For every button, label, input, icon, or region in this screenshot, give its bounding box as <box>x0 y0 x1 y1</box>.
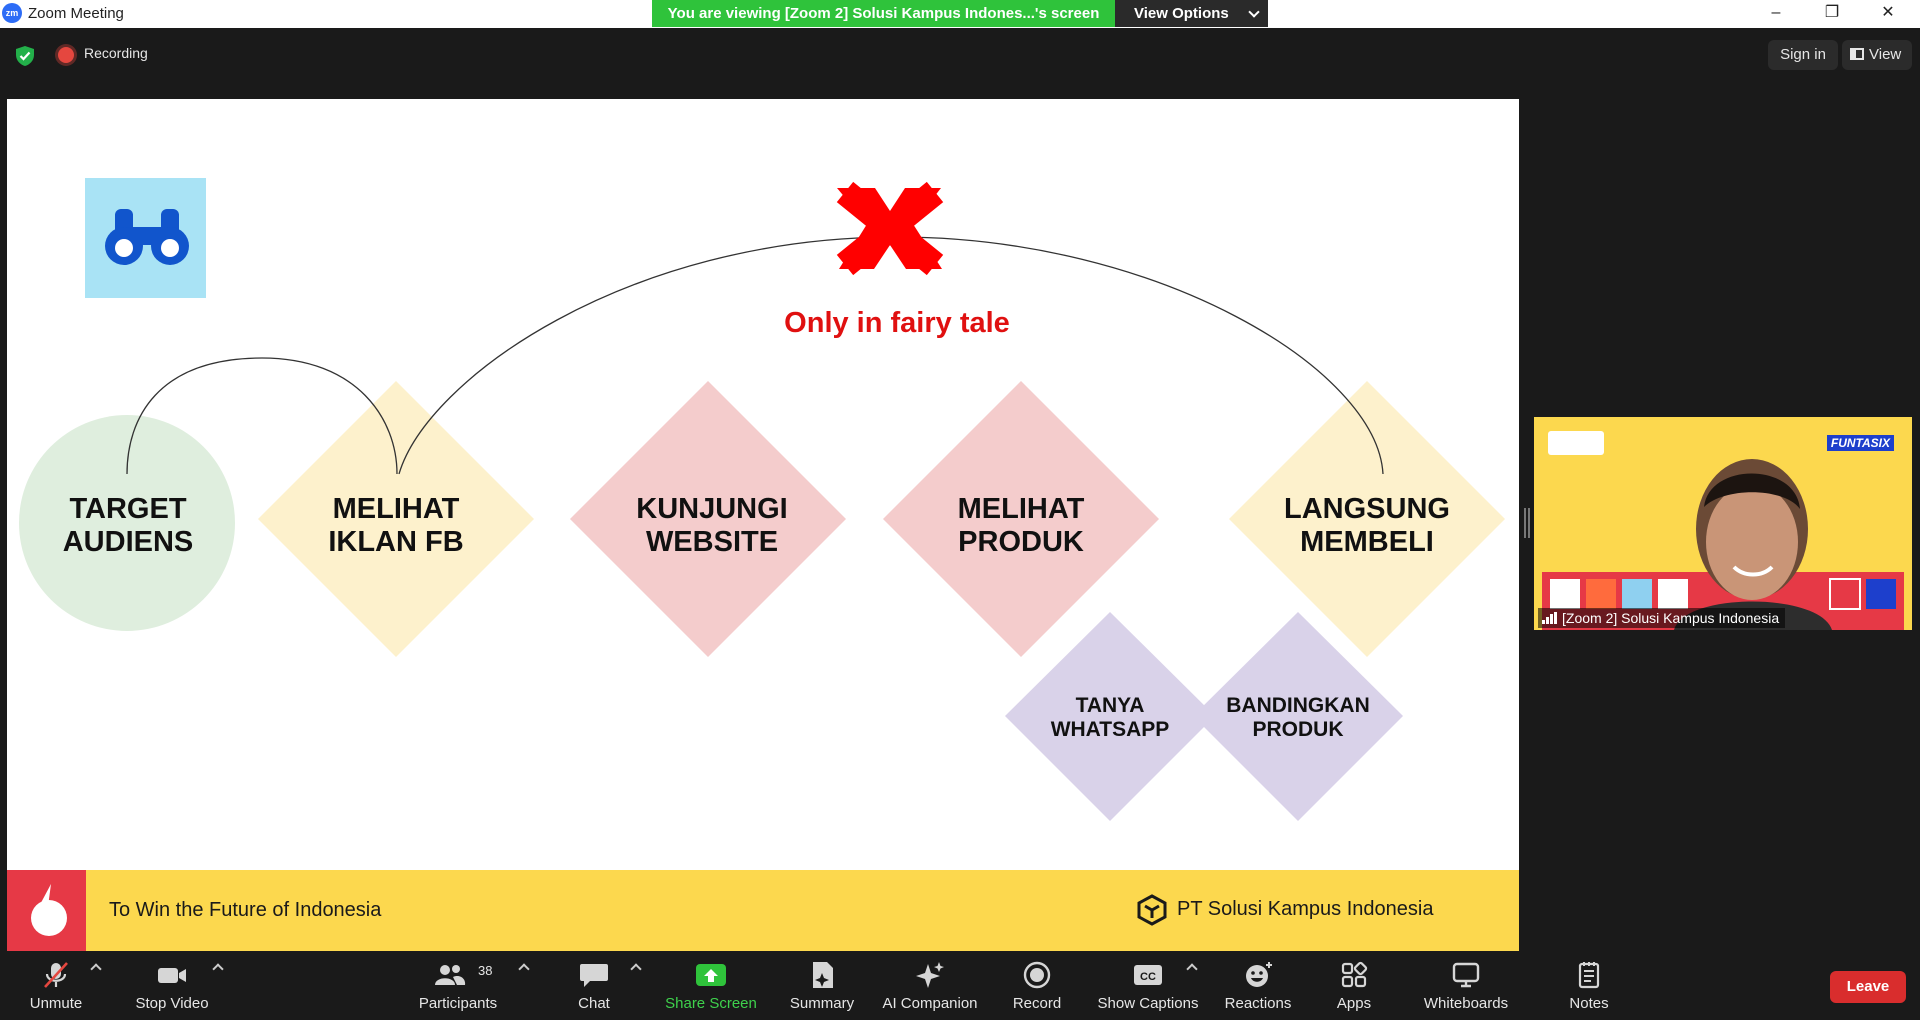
slide-footer: To Win the Future of Indonesia PT Solusi… <box>7 870 1519 951</box>
ai-sparkle-icon <box>916 962 944 988</box>
sign-in-button[interactable]: Sign in <box>1768 40 1838 70</box>
reactions-label: Reactions <box>1224 995 1292 1012</box>
title-bar: zm Zoom Meeting You are viewing [Zoom 2]… <box>0 0 1920 28</box>
tanya-whatsapp-label: TANYA WHATSAPP <box>1050 694 1170 742</box>
recording-label[interactable]: Recording <box>84 45 148 61</box>
share-screen-icon <box>696 964 726 986</box>
tanya-whatsapp-diamond <box>1005 612 1215 821</box>
participants-caret-icon[interactable] <box>518 963 530 975</box>
company-logo-icon <box>1137 894 1167 926</box>
svg-text:CC: CC <box>1140 971 1156 983</box>
apps-grid-icon <box>1341 961 1368 988</box>
melihat-iklan-label: MELIHAT IKLAN FB <box>328 493 464 559</box>
show-captions-label: Show Captions <box>1097 995 1199 1012</box>
bandingkan-produk-diamond <box>1193 612 1403 821</box>
whiteboards-button[interactable]: Whiteboards <box>1416 951 1516 1020</box>
view-options-label: View Options <box>1134 5 1229 22</box>
target-audiens-circle <box>19 415 235 631</box>
kunjungi-website-label: KUNJUNGI WEBSITE <box>636 493 788 559</box>
meeting-top-bar: Recording Sign in View <box>0 28 1920 78</box>
record-label: Record <box>1012 995 1062 1012</box>
binoculars-icon <box>105 209 189 265</box>
notes-button[interactable]: Notes <box>1564 951 1614 1020</box>
sksi-logo-icon <box>1548 431 1604 455</box>
fairy-tale-caption: Only in fairy tale <box>784 307 1010 339</box>
target-audiens-label: TARGET AUDIENS <box>62 493 194 559</box>
chat-caret-icon[interactable] <box>630 963 642 975</box>
apps-label: Apps <box>1336 995 1372 1012</box>
stop-video-button[interactable]: Stop Video <box>126 951 218 1020</box>
small-arc-connector <box>126 357 398 475</box>
view-button[interactable]: View <box>1842 40 1912 70</box>
stop-video-label: Stop Video <box>135 995 209 1012</box>
melihat-iklan-diamond <box>258 381 534 657</box>
unmute-button[interactable]: Unmute <box>18 951 94 1020</box>
reactions-button[interactable]: Reactions <box>1220 951 1296 1020</box>
view-options-button[interactable]: View Options <box>1115 0 1268 27</box>
funtasix-brand: FUNTASIX <box>1826 435 1894 451</box>
langsung-membeli-label: LANGSUNG MEMBELI <box>1284 493 1450 559</box>
leave-button[interactable]: Leave <box>1830 971 1906 1003</box>
apps-button[interactable]: Apps <box>1324 951 1384 1020</box>
melihat-produk-label: MELIHAT PRODUK <box>957 493 1085 559</box>
share-screen-button[interactable]: Share Screen <box>660 951 762 1020</box>
large-arc-connector <box>398 236 1384 475</box>
ai-companion-button[interactable]: AI Companion <box>878 951 982 1020</box>
show-captions-button[interactable]: CC Show Captions <box>1094 951 1202 1020</box>
participant-video-tile[interactable]: FUNTASIX [Zoom 2] Solusi Kampus Indonesi… <box>1534 417 1912 630</box>
video-camera-icon <box>158 968 186 983</box>
close-button[interactable]: ✕ <box>1881 4 1895 21</box>
summary-label: Summary <box>789 995 855 1012</box>
view-label: View <box>1869 46 1902 63</box>
chat-bubble-icon <box>580 964 608 987</box>
record-icon <box>1023 961 1051 989</box>
notes-icon <box>1578 962 1600 989</box>
security-shield-icon[interactable] <box>14 45 36 67</box>
view-layout-icon <box>1850 48 1864 60</box>
langsung-membeli-diamond <box>1229 381 1505 657</box>
summary-icon <box>813 962 833 988</box>
red-x-icon <box>836 181 944 276</box>
record-button[interactable]: Record <box>1004 951 1070 1020</box>
meeting-toolbar: Unmute Stop Video 38 Participants <box>0 951 1920 1020</box>
share-screen-label: Share Screen <box>665 995 757 1012</box>
ai-companion-label: AI Companion <box>882 995 978 1012</box>
signal-bars-icon <box>1542 612 1557 624</box>
participant-name: [Zoom 2] Solusi Kampus Indonesia <box>1562 610 1780 626</box>
minimize-button[interactable]: – <box>1771 4 1781 21</box>
captions-cc-icon: CC <box>1134 965 1162 985</box>
chat-button[interactable]: Chat <box>566 951 622 1020</box>
participants-count: 38 <box>478 963 493 978</box>
zoom-logo-icon: zm <box>2 3 22 23</box>
chevron-down-icon <box>1248 6 1260 18</box>
melihat-produk-diamond <box>883 381 1159 657</box>
footer-tagline: To Win the Future of Indonesia <box>109 899 382 921</box>
window-title: Zoom Meeting <box>28 5 124 22</box>
recording-dot-icon[interactable] <box>58 47 74 63</box>
participant-name-label: [Zoom 2] Solusi Kampus Indonesia <box>1538 608 1786 628</box>
slide-graphics <box>7 178 1505 951</box>
reactions-smiley-icon <box>1246 962 1272 987</box>
viewing-screen-banner: You are viewing [Zoom 2] Solusi Kampus I… <box>652 0 1115 27</box>
participants-label: Participants <box>418 995 498 1012</box>
kunjungi-website-diamond <box>570 381 846 657</box>
panel-resize-handle[interactable] <box>1524 508 1530 538</box>
participants-button[interactable]: 38 Participants <box>412 951 504 1020</box>
bandingkan-produk-label: BANDINGKAN PRODUK <box>1226 694 1370 742</box>
footer-company-name: PT Solusi Kampus Indonesia <box>1177 898 1434 920</box>
whiteboard-icon <box>1452 962 1480 988</box>
summary-button[interactable]: Summary <box>782 951 862 1020</box>
notes-label: Notes <box>1569 995 1609 1012</box>
unmute-label: Unmute <box>29 995 83 1012</box>
microphone-muted-icon <box>44 962 68 988</box>
footer-six-logo-icon <box>7 870 86 951</box>
shared-screen-slide: TARGET AUDIENS MELIHAT IKLAN FB KUNJUNGI… <box>7 99 1519 951</box>
restore-button[interactable]: ❐ <box>1824 4 1840 21</box>
chat-label: Chat <box>578 995 610 1012</box>
whiteboards-label: Whiteboards <box>1423 995 1509 1012</box>
participants-icon <box>435 965 466 985</box>
